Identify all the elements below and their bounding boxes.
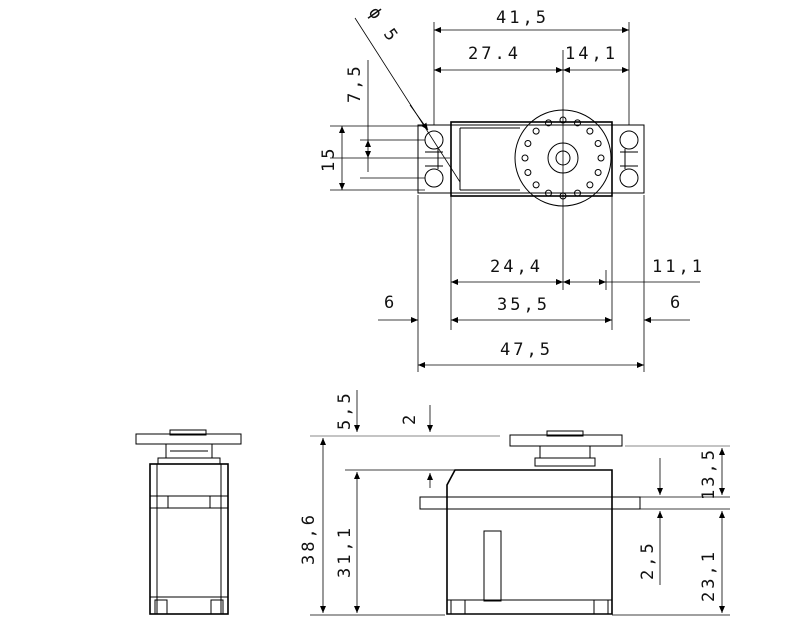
dim-body-to-shaft: 24,4 <box>490 257 543 277</box>
horn-hole <box>524 169 532 176</box>
front-horn <box>509 434 623 447</box>
dim-gap: 2 <box>400 412 420 425</box>
horn-hole <box>521 154 529 162</box>
dim-right-tab: 6 <box>670 293 683 313</box>
front-body <box>446 469 613 615</box>
horn-hole <box>594 140 602 147</box>
side-body <box>149 463 229 615</box>
front-view: 5,5 2 38,6 31,1 13,5 2,5 23,1 <box>299 390 730 616</box>
horn-hole <box>545 119 552 127</box>
dim-body-height: 31,1 <box>335 525 355 578</box>
front-label-window <box>483 530 502 602</box>
dim-total-length: 47,5 <box>500 340 553 360</box>
horn-hole <box>594 169 602 176</box>
horn-hole <box>545 189 552 197</box>
horn-hole <box>586 181 594 189</box>
left-mount-holes <box>424 130 444 188</box>
horn-hole <box>586 127 594 135</box>
horn-hole <box>574 189 581 197</box>
horn-hole <box>597 154 605 162</box>
horn-hole <box>524 140 532 147</box>
top-view: 41,5 27.4 14,1 ϕ 5 7,5 15 24,4 11,1 <box>319 3 705 372</box>
horn-hole <box>532 181 540 189</box>
dim-total-height: 38,6 <box>299 512 319 565</box>
dim-left-tab: 6 <box>384 293 397 313</box>
dim-hole-offset: 7,5 <box>345 63 365 103</box>
right-mount-holes <box>619 130 639 188</box>
dim-shaft-to-end: 11,1 <box>652 257 705 277</box>
dim-horn-thickness: 5,5 <box>335 390 355 430</box>
hole-leader-line <box>354 17 461 183</box>
horn-hole <box>532 127 540 135</box>
front-mount-flange <box>419 496 641 510</box>
dim-top-to-mount: 13,5 <box>699 447 719 500</box>
side-view <box>135 429 242 615</box>
horn-hole <box>574 119 581 127</box>
dim-body-width: 35,5 <box>497 295 550 315</box>
dim-left-to-shaft: 27.4 <box>468 44 521 64</box>
dim-mount-thickness: 2,5 <box>638 540 658 580</box>
dim-hole-spacing: 15 <box>319 146 339 172</box>
dim-shaft-to-right: 14,1 <box>565 44 618 64</box>
dim-overall-width: 41,5 <box>496 8 549 28</box>
dim-mount-to-bottom: 23,1 <box>699 549 719 602</box>
top-mount-tab-outline <box>417 124 645 194</box>
